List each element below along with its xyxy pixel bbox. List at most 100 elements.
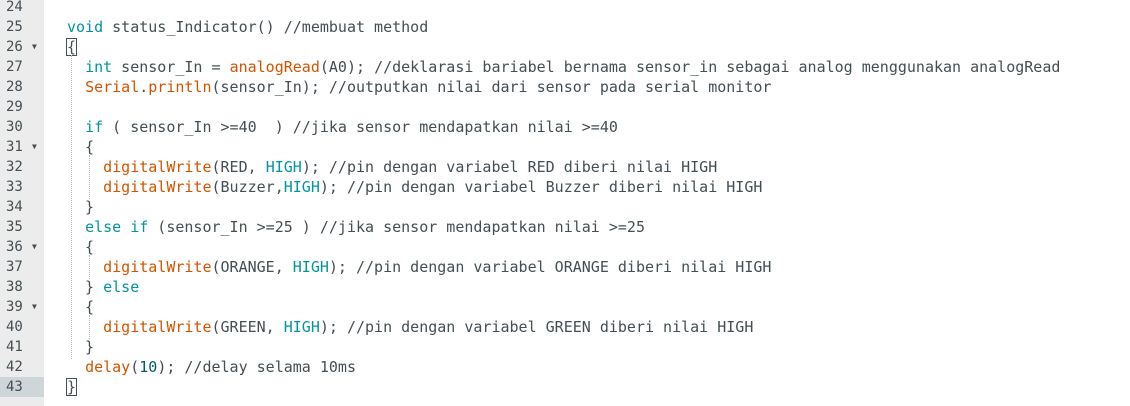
line-number-row: 35 bbox=[0, 217, 44, 237]
code-token: } bbox=[67, 198, 95, 216]
code-line[interactable]: { bbox=[44, 37, 1130, 57]
code-token: 40 ) bbox=[238, 118, 293, 136]
code-token: } bbox=[67, 278, 104, 296]
line-number: 37 bbox=[6, 259, 23, 275]
code-token: >= bbox=[220, 118, 239, 136]
fold-toggle-icon[interactable]: ▼ bbox=[32, 142, 37, 151]
code-token: >= bbox=[256, 218, 275, 236]
code-token bbox=[221, 58, 230, 76]
code-token: //delay selama 10ms bbox=[184, 358, 356, 376]
code-token bbox=[121, 218, 130, 236]
code-token: { bbox=[67, 298, 95, 316]
line-number: 29 bbox=[6, 99, 23, 115]
code-token: ( bbox=[130, 358, 140, 376]
code-token: status_Indicator() bbox=[103, 18, 284, 36]
code-line[interactable]: digitalWrite(ORANGE, HIGH); //pin dengan… bbox=[44, 257, 1130, 277]
line-number-row: 34 bbox=[0, 197, 44, 217]
code-area[interactable]: void status_Indicator() //membuat method… bbox=[44, 0, 1130, 406]
code-line[interactable] bbox=[44, 97, 1130, 117]
matched-brace: { bbox=[65, 38, 78, 56]
code-line-text: delay(10); //delay selama 10ms bbox=[67, 357, 356, 377]
line-number: 24 bbox=[6, 0, 23, 15]
line-number-row: 36 ▼ bbox=[0, 237, 44, 257]
code-line-text: } bbox=[65, 377, 78, 397]
code-line-text: else if (sensor_In >=25 ) //jika sensor … bbox=[67, 217, 645, 237]
code-line[interactable]: else if (sensor_In >=25 ) //jika sensor … bbox=[44, 217, 1130, 237]
code-token: } bbox=[67, 338, 95, 356]
code-token: ); bbox=[319, 178, 347, 196]
code-token: (RED, bbox=[211, 158, 266, 176]
code-token bbox=[67, 258, 103, 276]
code-line-text: } else bbox=[67, 277, 139, 297]
code-token bbox=[67, 218, 85, 236]
code-line[interactable] bbox=[44, 0, 1130, 17]
fold-toggle-icon[interactable]: ▼ bbox=[32, 302, 37, 311]
line-number: 42 bbox=[6, 359, 23, 375]
code-token: sensor_In bbox=[112, 58, 212, 76]
code-token: //pin dengan variabel GREEN diberi nilai… bbox=[346, 318, 754, 336]
code-token: //jika sensor mendapatkan nilai >=25 bbox=[319, 218, 645, 236]
code-line[interactable]: } bbox=[44, 197, 1130, 217]
indent-guide bbox=[89, 315, 90, 339]
code-line[interactable]: digitalWrite(Buzzer,HIGH); //pin dengan … bbox=[44, 177, 1130, 197]
code-token: ( sensor_In bbox=[103, 118, 221, 136]
code-token: ); bbox=[157, 358, 185, 376]
code-token: digitalWrite bbox=[103, 318, 212, 336]
code-line[interactable]: { bbox=[44, 137, 1130, 157]
line-number: 31 bbox=[6, 139, 23, 155]
code-line[interactable]: } bbox=[44, 377, 1130, 397]
code-line[interactable]: void status_Indicator() //membuat method bbox=[44, 17, 1130, 37]
code-token: //pin dengan variabel RED diberi nilai H… bbox=[328, 158, 718, 176]
code-token bbox=[67, 58, 85, 76]
line-number: 32 bbox=[6, 159, 23, 175]
code-token: //membuat method bbox=[283, 18, 429, 36]
line-number-row: 33 bbox=[0, 177, 44, 197]
line-number: 34 bbox=[6, 199, 23, 215]
code-token bbox=[67, 158, 103, 176]
fold-toggle-icon[interactable]: ▼ bbox=[32, 242, 37, 251]
code-token: //pin dengan variabel Buzzer diberi nila… bbox=[346, 178, 763, 196]
code-line[interactable]: { bbox=[44, 297, 1130, 317]
code-token: if bbox=[85, 118, 104, 136]
line-number-row: 29 bbox=[0, 97, 44, 117]
code-line[interactable]: Serial.println(sensor_In); //outputkan n… bbox=[44, 77, 1130, 97]
line-number: 36 bbox=[6, 239, 23, 255]
line-number: 25 bbox=[6, 19, 23, 35]
code-line[interactable]: digitalWrite(RED, HIGH); //pin dengan va… bbox=[44, 157, 1130, 177]
code-line[interactable]: delay(10); //delay selama 10ms bbox=[44, 357, 1130, 377]
code-line[interactable]: if ( sensor_In >=40 ) //jika sensor mend… bbox=[44, 117, 1130, 137]
line-number: 41 bbox=[6, 339, 23, 355]
fold-toggle-icon[interactable]: ▼ bbox=[32, 42, 37, 51]
code-token: //pin dengan variabel ORANGE diberi nila… bbox=[356, 258, 772, 276]
code-token: Serial bbox=[85, 78, 140, 96]
code-line[interactable]: int sensor_In = analogRead(A0); //deklar… bbox=[44, 57, 1130, 77]
code-line[interactable]: digitalWrite(GREEN, HIGH); //pin dengan … bbox=[44, 317, 1130, 337]
code-line-text: } bbox=[67, 337, 94, 357]
code-token: digitalWrite bbox=[103, 158, 212, 176]
code-line-text: if ( sensor_In >=40 ) //jika sensor mend… bbox=[67, 117, 618, 137]
line-number-row: 28 bbox=[0, 77, 44, 97]
line-number-row: 24 bbox=[0, 0, 44, 17]
code-token: { bbox=[67, 238, 95, 256]
code-token: HIGH bbox=[292, 258, 329, 276]
code-line[interactable]: } bbox=[44, 337, 1130, 357]
code-token: (GREEN, bbox=[211, 318, 284, 336]
code-line-text: digitalWrite(Buzzer,HIGH); //pin dengan … bbox=[67, 177, 762, 197]
code-line-text: digitalWrite(ORANGE, HIGH); //pin dengan… bbox=[67, 257, 771, 277]
code-token: //deklarasi bariabel bernama sensor_in s… bbox=[374, 58, 1061, 76]
code-line-text: Serial.println(sensor_In); //outputkan n… bbox=[67, 77, 771, 97]
code-token: if bbox=[130, 218, 149, 236]
code-line[interactable]: } else bbox=[44, 277, 1130, 297]
code-token: = bbox=[211, 58, 221, 76]
code-token: ); bbox=[301, 158, 329, 176]
code-token: . bbox=[139, 78, 149, 96]
code-token bbox=[67, 358, 85, 376]
line-number: 40 bbox=[6, 319, 23, 335]
code-token: (sensor_In bbox=[148, 218, 257, 236]
code-token: void bbox=[67, 18, 104, 36]
line-number: 38 bbox=[6, 279, 23, 295]
code-line[interactable]: { bbox=[44, 237, 1130, 257]
code-line-text: int sensor_In = analogRead(A0); //deklar… bbox=[67, 57, 1060, 77]
